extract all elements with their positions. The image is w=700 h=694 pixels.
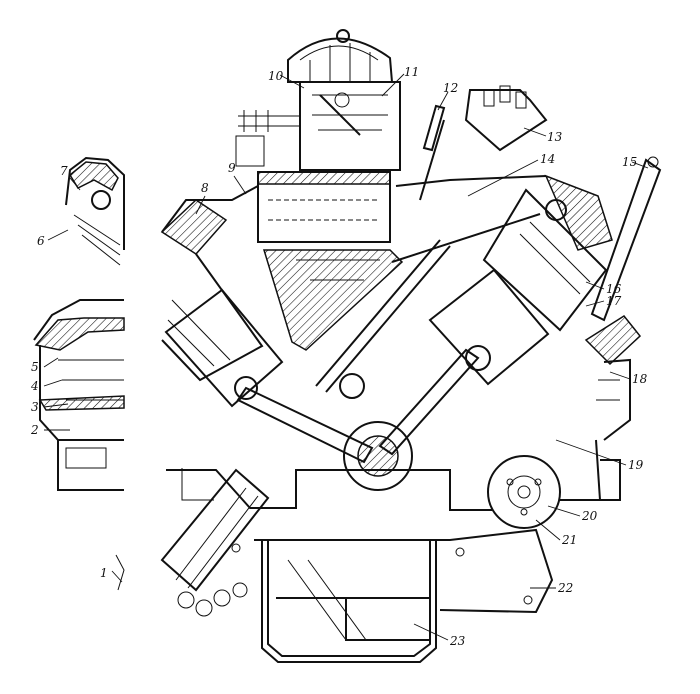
callout-8: 8 [201,181,209,195]
left-connecting-rod [236,386,374,464]
dipstick [590,156,662,322]
callout-6: 6 [37,234,45,248]
rocker-shaft-left [91,190,111,210]
right-piston [428,268,550,386]
callout-2: 2 [30,423,39,437]
callout-1: 1 [100,566,108,580]
callout-14: 14 [540,152,555,166]
callout-4: 4 [30,379,39,393]
callout-10: 10 [268,69,284,83]
left-cutaway-fragment [33,156,125,591]
carburetor-assembly [235,29,401,243]
callout-18: 18 [632,372,648,386]
callout-22: 22 [557,581,573,595]
callout-17: 17 [606,294,622,308]
callout-11: 11 [404,65,419,79]
callout-9: 9 [228,161,236,175]
right-connecting-rod [378,348,480,456]
oil-pan [231,528,554,663]
callout-labels: 1 2 3 4 5 6 7 8 9 10 11 12 13 14 15 16 1… [30,65,648,648]
callout-5: 5 [31,360,39,374]
callout-23: 23 [449,634,466,648]
leader-lines [43,73,649,641]
callout-20: 20 [581,509,598,523]
crankshaft [343,421,413,491]
cylinder-block [160,174,642,617]
callout-13: 13 [547,130,563,144]
left-piston [164,288,284,408]
starter-motor [160,468,270,592]
callout-16: 16 [606,282,622,296]
callout-15: 15 [622,155,637,169]
callout-19: 19 [628,458,644,472]
callout-21: 21 [561,533,577,547]
callout-3: 3 [31,400,39,414]
oil-pump-screen [345,597,431,641]
distributor [419,85,548,201]
callout-7: 7 [60,164,68,178]
callout-12: 12 [443,81,458,95]
crank-pulley [487,455,561,529]
air-filter-housing [287,37,394,83]
